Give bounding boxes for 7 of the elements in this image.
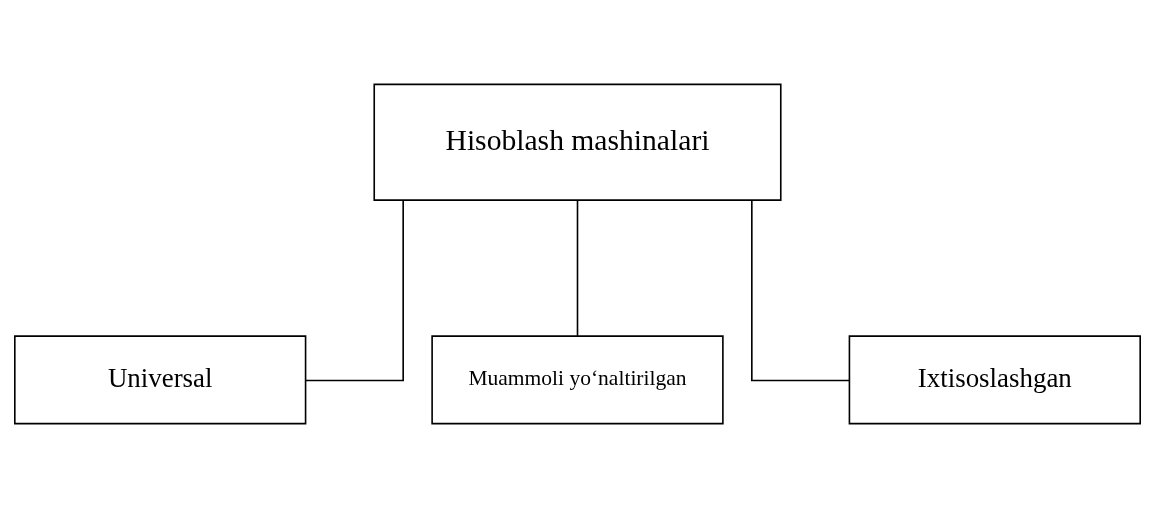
node-box: Ixtisoslashgan — [848, 335, 1141, 425]
node-box: Universal — [14, 335, 307, 425]
connector — [304, 199, 404, 382]
node-box: Muammoli yo‘naltirilgan — [431, 335, 724, 425]
connector — [751, 199, 851, 382]
connector — [576, 199, 579, 337]
node-box: Hisoblash mashinalari — [373, 83, 782, 201]
